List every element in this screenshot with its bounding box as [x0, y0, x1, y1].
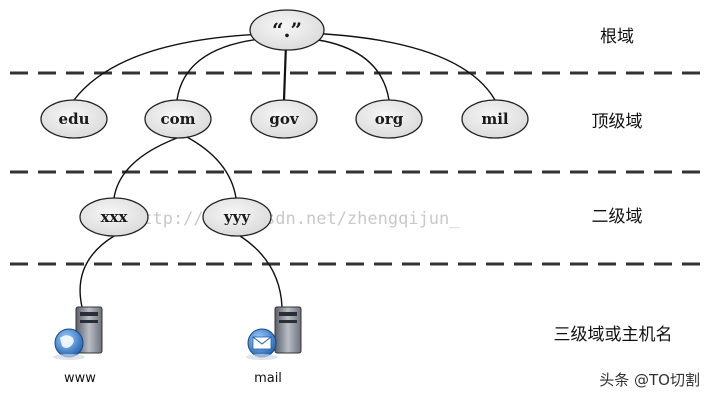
second-level-label-yyy: yyy: [223, 208, 251, 226]
top-level-label-gov: gov: [269, 110, 299, 128]
edge-root-mil: [307, 32, 496, 101]
top-level-label-com: com: [160, 110, 195, 128]
top-level-node-mil: mil: [461, 99, 529, 139]
edge-root-org: [302, 37, 390, 101]
edge-root-gov: [282, 43, 288, 101]
edge-yyy-mail: [239, 235, 283, 308]
mail-server-icon: [246, 306, 302, 360]
globe-server-icon: [53, 306, 103, 360]
second-level-label-xxx: xxx: [101, 208, 129, 226]
top-level-node-org: org: [355, 99, 423, 139]
credit-text: 头条 @TO切割: [599, 371, 700, 389]
watermark-text: http://blog.csdn.net/zhengqijun_: [132, 209, 460, 229]
edge-com-xxx: [113, 137, 178, 199]
top-level-node-edu: edu: [40, 99, 108, 139]
top-level-node-com: com: [144, 99, 212, 139]
edge-xxx-www: [79, 235, 115, 308]
level-label-second: 二级域: [592, 207, 643, 227]
edge-com-yyy: [184, 135, 237, 199]
host-label-www: www: [64, 371, 96, 386]
level-label-third: 三级域或主机名: [554, 325, 673, 345]
top-level-label-org: org: [375, 110, 404, 128]
top-level-node-gov: gov: [250, 99, 318, 139]
second-level-node-yyy: yyy: [202, 197, 272, 237]
level-label-top: 顶级域: [592, 112, 643, 132]
level-label-root: 根域: [600, 27, 634, 47]
host-label-mail: mail: [254, 371, 282, 386]
edge-root-com: [176, 37, 271, 101]
top-level-label-edu: edu: [59, 110, 90, 128]
top-level-label-mil: mil: [481, 110, 509, 128]
second-level-node-xxx: xxx: [79, 197, 149, 237]
root-node-label: “.”: [272, 18, 302, 42]
root-node: “.”: [249, 9, 325, 51]
edge-root-edu: [73, 33, 266, 101]
